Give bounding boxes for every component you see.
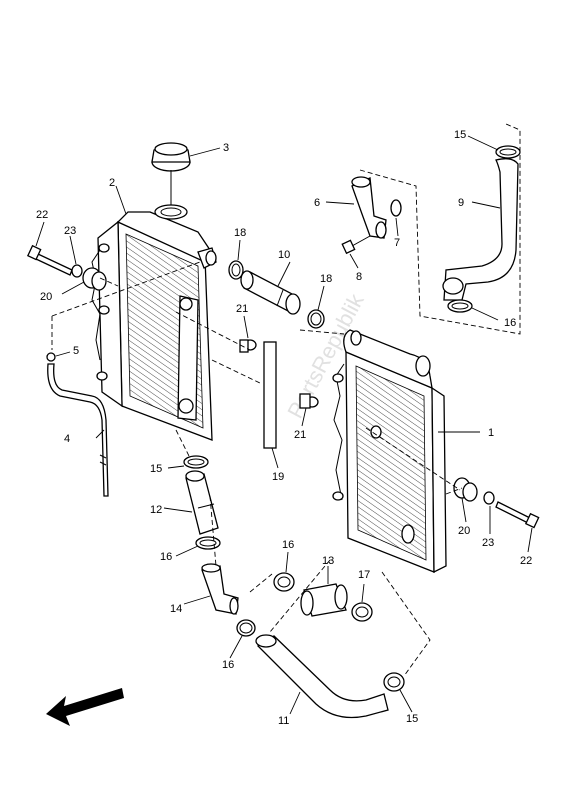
callout-6: 6 [314,197,320,209]
callout-20-left: 20 [40,291,52,303]
callout-18-left: 18 [234,227,246,239]
callout-17: 17 [358,569,370,581]
callout-23-right: 23 [482,537,494,549]
clamp-16-left [195,536,221,550]
radiator-cap [151,142,191,220]
callout-11: 11 [278,715,289,727]
callout-1: 1 [488,427,494,439]
callout-21-upper: 21 [236,303,248,315]
callout-5: 5 [73,345,79,357]
clamp-16-center [273,572,295,592]
callout-8: 8 [356,271,362,283]
clamp-15-left [183,455,209,469]
o-ring [390,199,402,217]
clamp-15-top [495,145,521,159]
callout-12: 12 [150,504,162,516]
callout-15-bottom: 15 [406,713,418,725]
clamp-16-right [447,299,473,313]
bolt-8 [341,235,371,255]
callout-14: 14 [170,603,182,615]
hose-12 [185,470,219,535]
grommet-21-lower [299,393,319,409]
callout-10: 10 [278,249,290,261]
callout-2: 2 [109,177,115,189]
grommet-21-upper [239,339,257,353]
leader-lines [35,135,533,715]
callout-22-right: 22 [520,555,532,567]
callout-16-lower: 16 [222,659,234,671]
clamp-18-left [228,260,244,280]
callout-16-right: 16 [504,317,516,329]
callout-19: 19 [272,471,284,483]
breather-pipe [47,363,109,497]
clamp-15-bottom [383,672,405,692]
hose-11 [255,634,389,719]
callout-3: 3 [223,142,229,154]
callout-18-right: 18 [320,273,332,285]
pipe-joint-6 [351,176,387,239]
callout-16-left: 16 [160,551,172,563]
left-radiator [91,211,217,441]
hose-9 [442,158,519,301]
bolt-right [495,501,540,529]
callout-9: 9 [458,197,464,209]
callout-23-left: 23 [64,225,76,237]
hose-13 [300,583,348,617]
callout-15-left: 15 [150,463,162,475]
bolt-left [26,244,73,276]
callout-4: 4 [64,433,70,445]
right-radiator [332,329,447,574]
washer-left [71,264,83,278]
front-direction-arrow-icon [46,688,124,726]
clamp-17 [351,602,373,622]
callout-20-right: 20 [458,525,470,537]
callout-15-top: 15 [454,129,466,141]
assembly-lines [51,123,521,677]
callout-7: 7 [394,237,400,249]
hose-10 [240,270,301,315]
callout-numbers: 1 2 3 4 5 6 7 8 9 10 11 12 13 14 15 15 1… [36,129,532,727]
clamp-16-lower-left [236,619,256,637]
callout-13: 13 [322,555,334,567]
pipe-clip [46,352,56,362]
washer-right [483,491,495,505]
foam-strip [263,341,277,449]
callout-16-center: 16 [282,539,294,551]
elbow-joint-14 [201,563,239,615]
callout-21-lower: 21 [294,429,306,441]
callout-22-left: 22 [36,209,48,221]
clamp-18-right [307,309,325,329]
